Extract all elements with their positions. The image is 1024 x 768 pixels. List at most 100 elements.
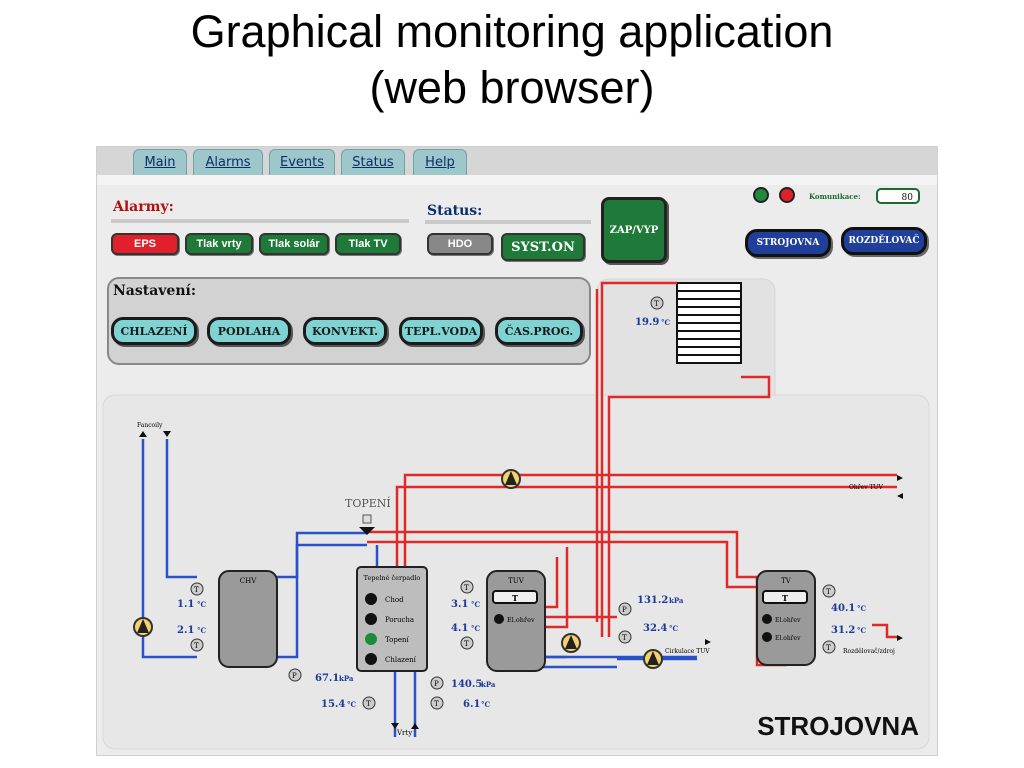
unit-tv-t1: °C [857, 604, 867, 613]
nastaveni-cas-prog-button[interactable]: ČAS.PROG. [495, 317, 583, 345]
reading-tv-t2: 31.2 [831, 625, 855, 636]
sensor-t-tuv2: T [464, 640, 469, 648]
alarm-tlak-tv[interactable]: Tlak TV [335, 233, 401, 255]
tab-events[interactable]: Events [269, 149, 335, 175]
sensor-t-chv2: T [194, 642, 199, 650]
tuv-thermo-t: T [512, 593, 518, 603]
heating-system-diagram: Komunikace: 80 [102, 187, 930, 750]
alarmy-rule [111, 219, 409, 223]
nastaveni-panel: Nastavení: CHLAZENÍ PODLAHA KONVEKT. TEP… [107, 277, 591, 365]
monitoring-app-window: Main Alarms Events Status Help Alarmy: E… [96, 146, 938, 756]
tab-status[interactable]: Status [341, 149, 405, 175]
reading-chv-t1: 1.1 [177, 599, 194, 610]
sensor-t-vrty: T [366, 700, 371, 708]
tuv-el-ohrev-led [494, 614, 504, 624]
unit-radiator: °C [661, 318, 671, 327]
chlazeni-label: Chlazení [385, 656, 417, 664]
zap-vyp-button[interactable]: ZAP/VYP [601, 197, 667, 263]
unit-tv-t2: °C [857, 626, 867, 635]
pump-ohrev-icon [501, 469, 521, 489]
cirkulace-label: Cirkulace TUV [665, 648, 710, 655]
porucha-label: Porucha [385, 616, 414, 624]
chlazeni-led [365, 653, 377, 665]
readings: 19.9 °C 1.1 °C 2.1 °C 67.1 kPa 15.4 °C 1… [177, 317, 867, 710]
tuv-label: TUV [508, 577, 525, 585]
comm-led-green [753, 187, 769, 203]
tv-thermo-t: T [782, 593, 788, 603]
ohrev-tuv-label: Ohřev TUV [849, 484, 884, 491]
comm-led-red [779, 187, 795, 203]
unit-vrty2: °C [481, 700, 491, 709]
alarm-tlak-vrty[interactable]: Tlak vrty [185, 233, 253, 255]
porucha-led [365, 613, 377, 625]
unit-vrty: °C [347, 700, 357, 709]
tab-main[interactable]: Main [133, 149, 187, 175]
tab-alarms[interactable]: Alarms [193, 149, 263, 175]
radiator-fins [677, 290, 741, 356]
nastaveni-podlaha-button[interactable]: PODLAHA [207, 317, 291, 345]
unit-chv-t1: °C [197, 600, 207, 609]
status-hdo[interactable]: HDO [427, 233, 493, 255]
reading-vrty2: 6.1 [463, 699, 480, 710]
strojovna-nav-button[interactable]: STROJOVNA [745, 229, 831, 257]
nastaveni-tepl-voda-button[interactable]: TEPL.VODA [399, 317, 483, 345]
topeni-label: TOPENÍ [345, 496, 391, 510]
chod-led [365, 593, 377, 605]
slide-title: Graphical monitoring application (web br… [0, 4, 1024, 116]
reading-tuv-temp: 32.4 [643, 623, 667, 634]
status-syst-on[interactable]: SYST.ON [501, 233, 585, 261]
nastaveni-chlazeni-button[interactable]: CHLAZENÍ [111, 317, 197, 345]
topeni-valve [359, 527, 375, 535]
topeni-valve-head [362, 514, 372, 524]
tv-el-ohrev1-led [762, 614, 772, 624]
tv-el-ohrev2-label: El.ohřev [775, 635, 801, 642]
ohrev-tuv-out-arrow [897, 475, 903, 481]
reading-tv-t1: 40.1 [831, 603, 855, 614]
pump-fancoil-icon [133, 617, 153, 637]
sensor-t-tuv-out: T [622, 634, 627, 642]
sensor-t-chv1: T [194, 586, 199, 594]
nastaveni-title: Nastavení: [113, 283, 196, 299]
status-title: Status: [427, 203, 483, 219]
sensor-p-tuv: P [622, 606, 627, 614]
sensor-t-tv2: T [826, 644, 831, 652]
tv-label: TV [781, 577, 792, 585]
vrty-up-arrow [411, 723, 419, 729]
alarmy-title: Alarmy: [113, 199, 174, 215]
vrty-label: Vrty [396, 729, 412, 737]
fancoily-down-arrow [163, 431, 171, 437]
tv-thermo-box [762, 590, 808, 604]
sensors: T T T P T P T T T P T T T [190, 296, 836, 710]
sensor-t-vrty2: T [434, 700, 439, 708]
komunikace-label: Komunikace: [809, 192, 861, 201]
unit-tuv-t1: °C [471, 600, 481, 609]
reading-tuv-t2: 4.1 [451, 623, 468, 634]
sensor-t-radiator: T [654, 300, 659, 308]
vrty-down-arrow [391, 723, 399, 729]
alarm-eps[interactable]: EPS [111, 233, 179, 255]
komunikace-value-box [876, 188, 920, 204]
unit-chv-t2: °C [197, 626, 207, 635]
cirkulace-arrow [705, 639, 711, 645]
unit-p2: kPa [481, 680, 496, 689]
slide-title-line1: Graphical monitoring application [190, 6, 834, 57]
tab-help[interactable]: Help [413, 149, 467, 175]
alarm-tlak-solar[interactable]: Tlak solár [259, 233, 329, 255]
reading-chv-t2: 2.1 [177, 625, 194, 636]
rozdelovac-nav-button[interactable]: ROZDĚLOVAČ [841, 227, 927, 255]
tv-el-ohrev1-label: El.ohřev [775, 617, 801, 624]
pump-cirkulace-icon [643, 649, 663, 669]
tuv-thermo-box [492, 590, 538, 604]
rozdelovac-out-label: Rozdělovač/zdroj [843, 648, 895, 655]
rozdelovac-out-arrow [897, 635, 903, 641]
topeni-led [365, 633, 377, 645]
unit-p1: kPa [339, 674, 354, 683]
heat-pump-box [356, 566, 428, 672]
sensor-p2: P [434, 680, 439, 688]
reading-vrty: 15.4 [321, 699, 345, 710]
sensor-t-tuv1: T [464, 584, 469, 592]
status-rule [425, 220, 591, 224]
tuv-el-ohrev-label: El.ohřev [507, 616, 535, 624]
chod-label: Chod [385, 596, 404, 604]
nastaveni-konvekt-button[interactable]: KONVEKT. [303, 317, 387, 345]
